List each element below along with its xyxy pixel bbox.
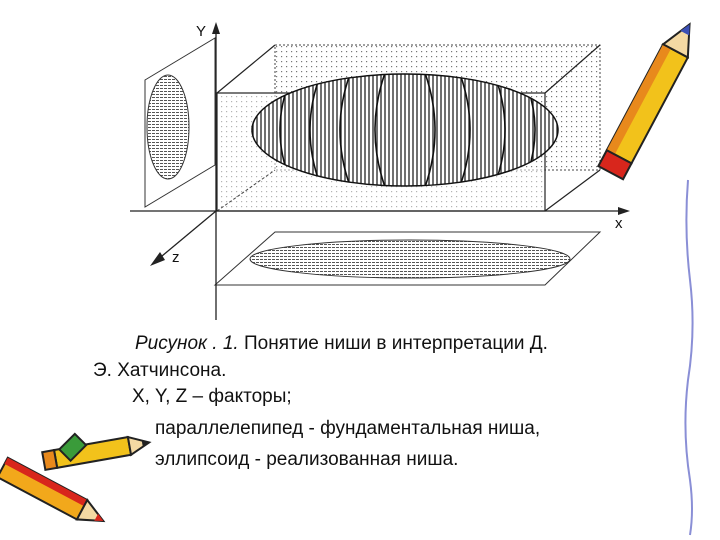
caption-line-2: Э. Хатчинсона. [93,360,227,381]
caption-line-4: параллелепипед - фундаментальная ниша, [155,418,541,439]
caption-line-1: Рисунок . 1. Понятие ниши в интерпретаци… [135,333,548,355]
z-axis-label: z [172,249,180,266]
xz-projection [213,231,602,286]
y-arrow-icon [212,22,220,34]
yz-ellipse [146,74,190,180]
pencil-right-icon [596,22,691,181]
ellipsoid-body [251,73,559,187]
edge [544,169,601,212]
edge [216,44,276,94]
x-axis-label: x [615,215,623,232]
x-arrow-icon [618,207,630,215]
yz-projection [144,37,216,208]
z-axis [155,210,217,262]
caption-line-5: эллипсоид - реализованная ниша. [155,449,459,470]
caption-title: Понятие ниши в интерпретации Д. [238,333,548,354]
edge [216,169,276,212]
caption-line-3: X, Y, Z – факторы; [132,386,292,407]
edge [544,44,601,94]
xz-plane [213,231,602,286]
y-axis-label: Y [196,23,206,40]
page-border-line [684,179,694,536]
figure-number: Рисунок . 1. [135,333,239,354]
z-arrow-icon [150,252,165,266]
yz-plane [144,37,216,208]
pencils-bottom-left-icon [0,432,152,523]
axes: Y x z [130,22,630,320]
xz-ellipse [249,239,571,279]
ellipsoid [251,73,559,187]
